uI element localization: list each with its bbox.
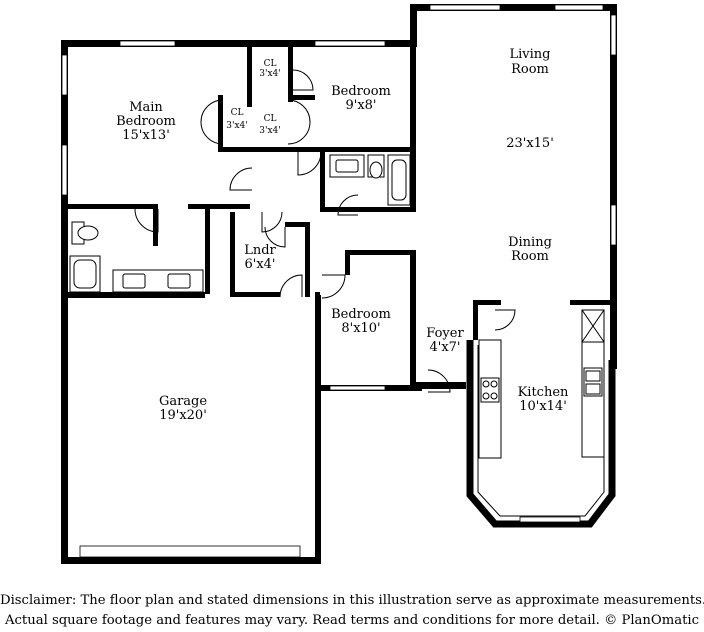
laundry-dims: 6'x4' — [244, 257, 275, 272]
foyer-name: Foyer — [426, 326, 464, 341]
dining-room-name-line2: Room — [511, 249, 549, 264]
bedroom-mid-name: Bedroom — [331, 307, 391, 322]
closet-a-dims: 3'x4' — [259, 69, 280, 79]
garage-dims: 19'x20' — [159, 408, 207, 423]
door-swings — [134, 69, 516, 393]
kitchen-name: Kitchen — [518, 385, 569, 400]
dining-room-name-line1: Dining — [508, 235, 552, 250]
disclaimer-line-1: Disclaimer: The floor plan and stated di… — [0, 593, 704, 608]
closet-b-dims: 3'x4' — [226, 121, 247, 131]
laundry-name: Lndr — [244, 243, 276, 258]
foyer-dims: 4'x7' — [429, 340, 460, 355]
disclaimer-line-2: Actual square footage and features may v… — [5, 613, 699, 628]
main-bedroom-dims: 15'x13' — [122, 128, 170, 143]
windows — [61, 4, 617, 558]
closet-a-name: CL — [264, 59, 277, 69]
closet-c-dims: 3'x4' — [259, 126, 280, 136]
living-room-dims: 23'x15' — [506, 136, 554, 151]
bedroom-top-dims: 9'x8' — [345, 98, 376, 113]
kitchen-dims: 10'x14' — [519, 399, 567, 414]
closet-c-name: CL — [264, 114, 277, 124]
fixtures — [69, 154, 605, 459]
disclaimer: Disclaimer: The floor plan and stated di… — [0, 591, 704, 631]
main-bedroom-name-line1: Main — [129, 100, 163, 115]
living-room-name-line2: Room — [511, 62, 549, 77]
kitchen-bay-wall — [466, 340, 616, 528]
bedroom-top-name: Bedroom — [331, 84, 391, 99]
garage-name: Garage — [159, 394, 207, 409]
room-labels: Living Room 23'x15' Dining Room Main Bed… — [116, 47, 569, 423]
interior-walls — [68, 47, 610, 389]
closet-b-name: CL — [231, 108, 244, 118]
bedroom-mid-dims: 8'x10' — [341, 321, 380, 336]
main-bedroom-name-line2: Bedroom — [116, 114, 176, 129]
living-room-name-line1: Living — [510, 47, 551, 62]
